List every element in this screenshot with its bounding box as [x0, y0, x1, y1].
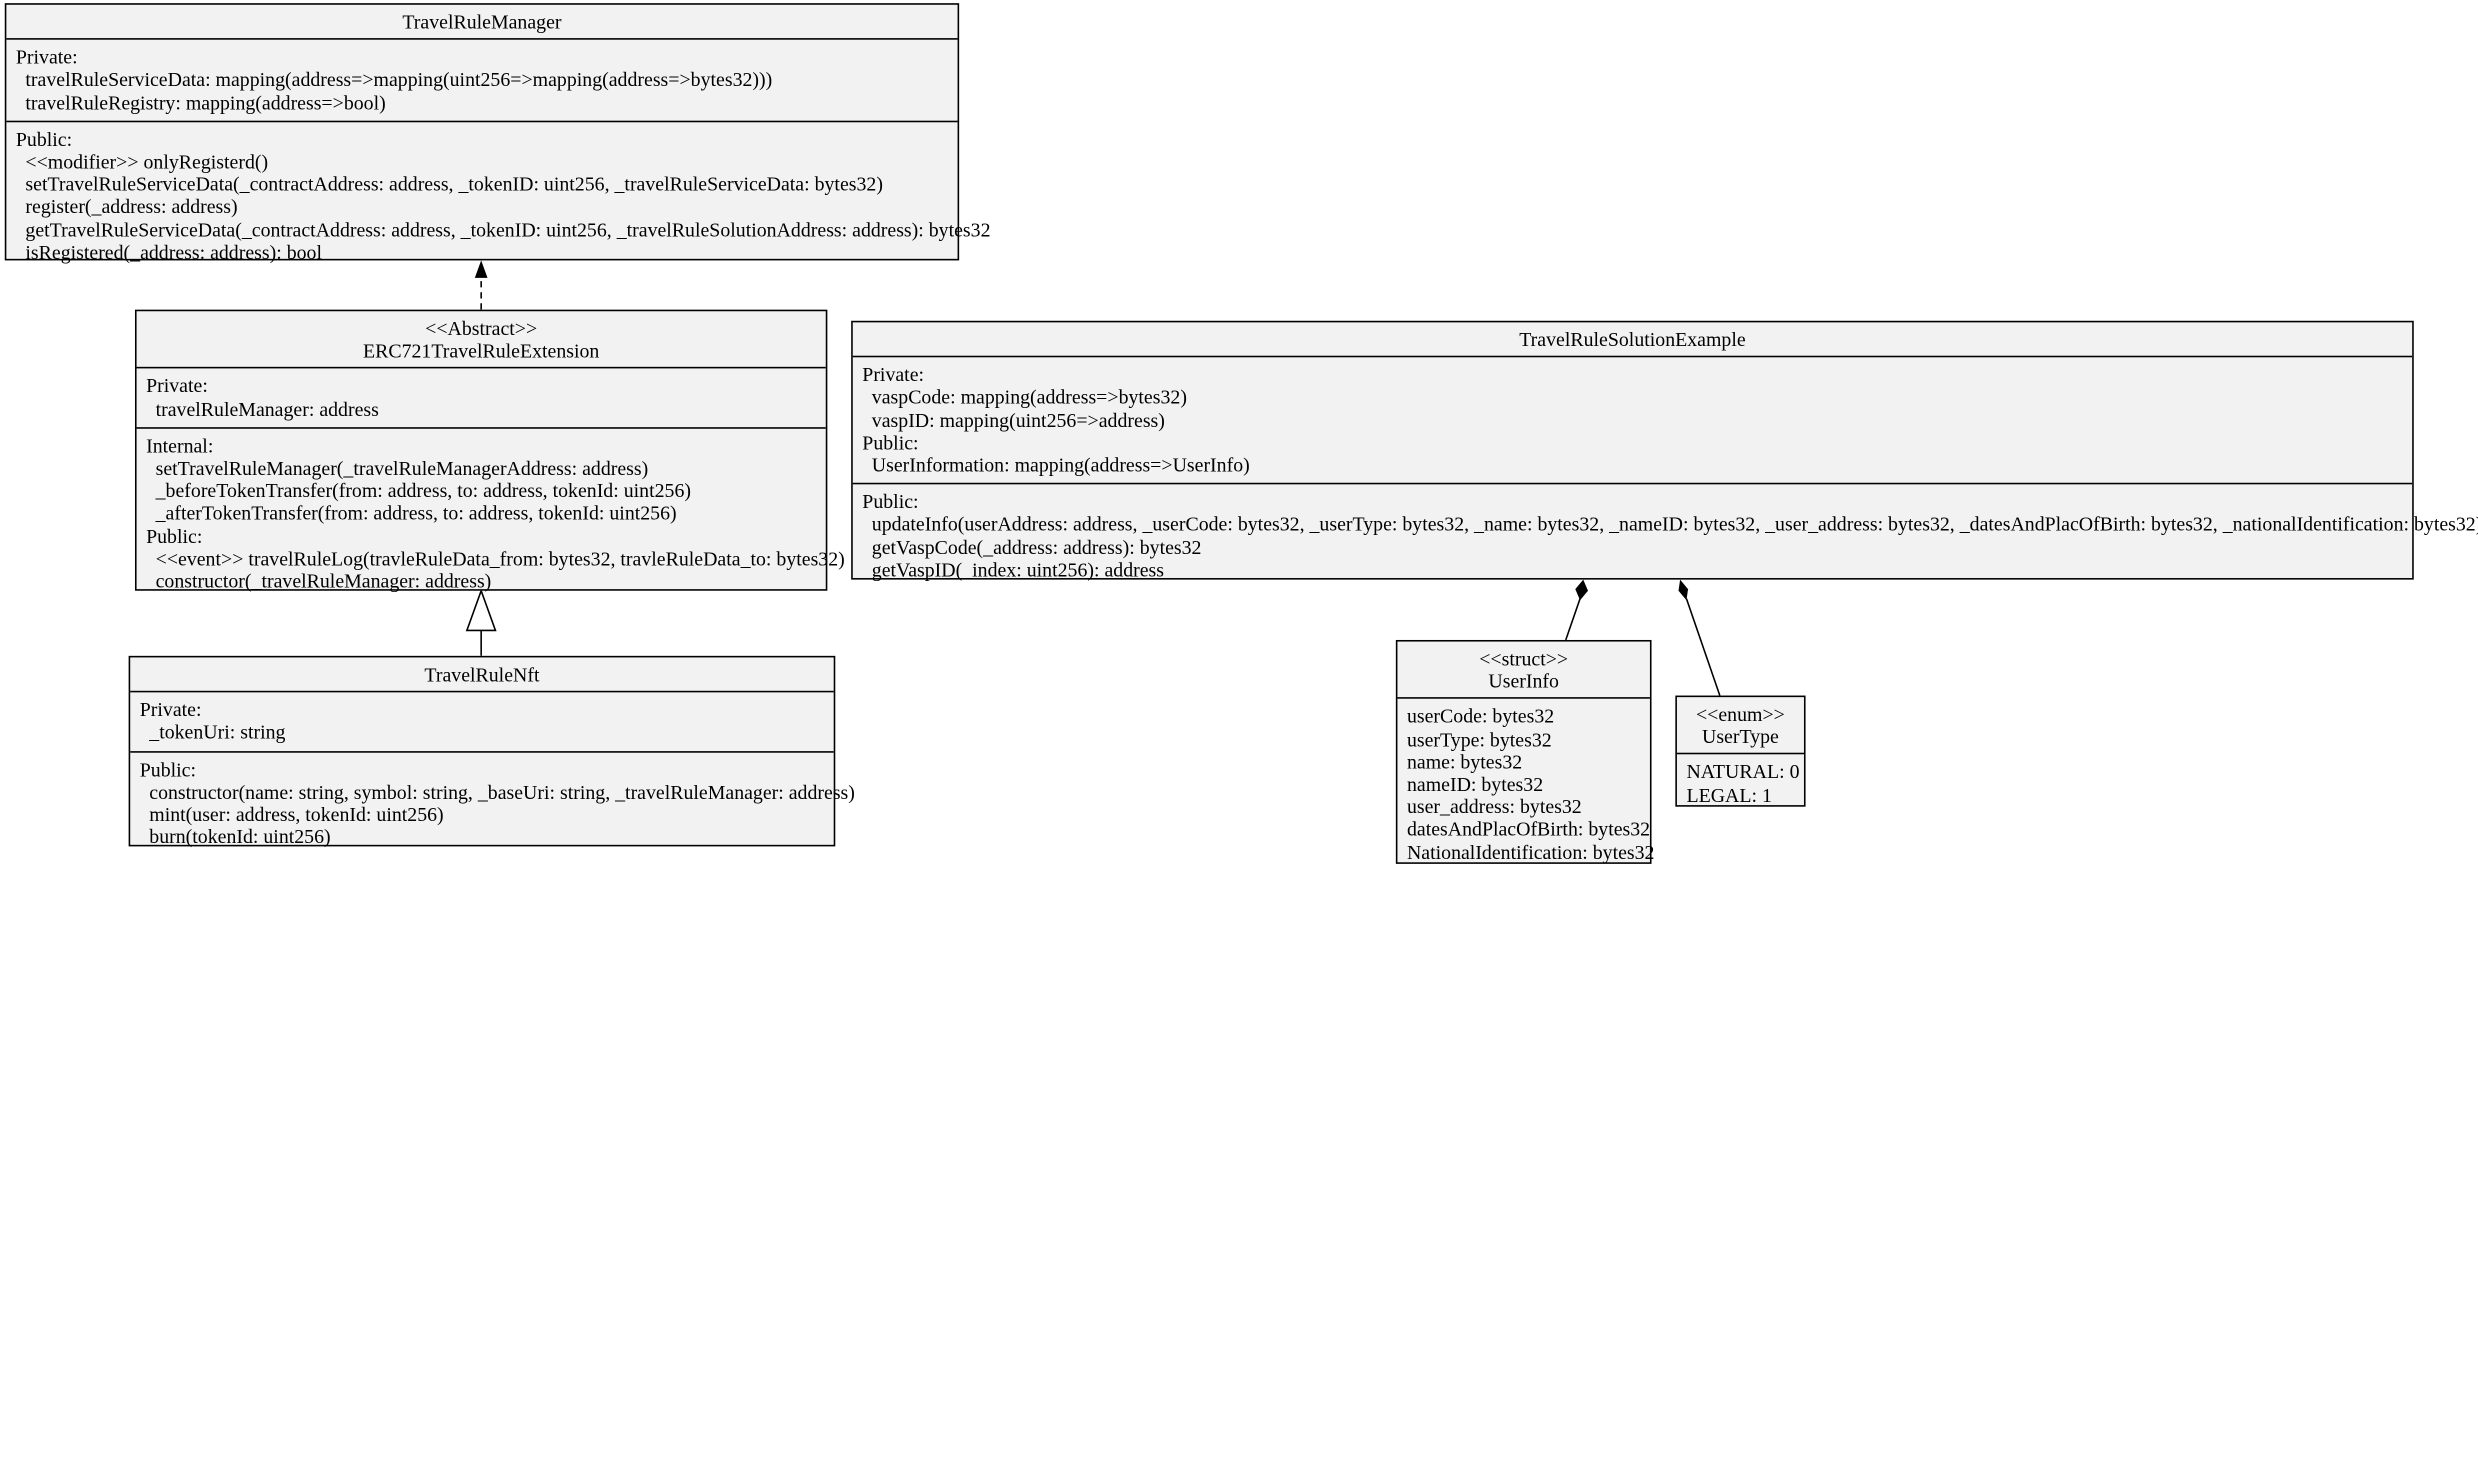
inheritance-triangle — [465, 588, 497, 632]
class-member: <<modifier>> onlyRegisterd() — [25, 150, 269, 174]
class-member: setTravelRuleManager(_travelRuleManagerA… — [155, 457, 649, 480]
class-header: TravelRuleNft — [130, 657, 834, 693]
section-label: user_address: bytes32 — [1406, 795, 1582, 819]
section-label: userType: bytes32 — [1406, 728, 1552, 751]
inheritance-connector — [465, 588, 497, 656]
class-member: mint(user: address, tokenId: uint256) — [149, 803, 444, 826]
section-label: Public: — [15, 128, 73, 151]
section-label: name: bytes32 — [1406, 750, 1523, 774]
section-label: Public: — [146, 525, 203, 548]
class-member: travelRuleManager: address — [155, 397, 379, 421]
composition-connector-usertype — [1678, 579, 1721, 696]
section-label: Public: — [862, 491, 919, 514]
class-member: isRegistered(_address: address): bool — [25, 241, 322, 264]
class-member: constructor(name: string, symbol: string… — [149, 780, 855, 804]
class-member: <<event>> travelRuleLog(travleRuleData_f… — [155, 547, 845, 570]
section-label: Private: — [146, 375, 208, 398]
class-travel-rule-solution-example[interactable]: TravelRuleSolutionExample Private:vaspCo… — [851, 320, 2478, 581]
class-member: vaspCode: mapping(address=>bytes32) — [871, 386, 1187, 409]
section-label: NATURAL: 0 — [1686, 761, 1800, 784]
class-section: Public:constructor(name: string, symbol:… — [130, 752, 855, 855]
class-header: <<struct>> UserInfo — [1397, 642, 1650, 700]
class-header: <<Abstract>> ERC721TravelRuleExtension — [136, 311, 826, 370]
class-member: constructor(_travelRuleManager: address) — [155, 570, 492, 593]
class-erc721-travel-rule-extension[interactable]: <<Abstract>> ERC721TravelRuleExtension P… — [134, 309, 845, 592]
section-label: NationalIdentification: bytes32 — [1406, 841, 1655, 864]
class-name: UserInfo — [1488, 670, 1559, 693]
section-label: Private: — [139, 699, 202, 722]
composition-connector-userinfo — [1565, 579, 1588, 641]
class-member: _afterTokenTransfer(from: address, to: a… — [155, 502, 677, 525]
class-member: getTravelRuleServiceData(_contractAddres… — [25, 218, 991, 241]
class-section: Public:<<modifier>> onlyRegisterd()setTr… — [6, 122, 991, 270]
class-header: <<enum>> UserType — [1676, 697, 1804, 755]
class-section: Public:updateInfo(userAddress: address, … — [853, 485, 2478, 588]
section-label: Private: — [862, 363, 925, 387]
section-label: Public: — [139, 758, 196, 781]
section-label: datesAndPlacOfBirth: bytes32 — [1406, 818, 1651, 841]
class-member: register(_address: address) — [25, 195, 238, 219]
class-stereotype: <<struct>> — [1479, 647, 1569, 671]
section-label: userCode: bytes32 — [1406, 705, 1555, 728]
class-name: TravelRuleSolutionExample — [1519, 328, 1746, 351]
section-label: nameID: bytes32 — [1406, 773, 1544, 796]
class-member: updateInfo(userAddress: address, _userCo… — [871, 513, 2478, 536]
section-label: Internal: — [146, 434, 214, 458]
class-stereotype: <<Abstract>> — [425, 317, 538, 340]
class-section: Private:travelRuleManager: address — [136, 369, 826, 429]
dependency-connector — [474, 260, 488, 310]
section-label: Private: — [15, 46, 78, 69]
class-header: TravelRuleSolutionExample — [852, 322, 2413, 358]
class-member: travelRuleServiceData: mapping(address=>… — [25, 68, 773, 92]
class-member: _beforeTokenTransfer(from: address, to: … — [155, 479, 691, 503]
class-member: travelRuleRegistry: mapping(address=>boo… — [25, 91, 386, 114]
dependency-arrowhead — [474, 260, 488, 278]
composition-diamond — [1575, 579, 1588, 601]
class-header: TravelRuleManager — [6, 5, 958, 41]
class-member: getVaspCode(_address: address): bytes32 — [871, 536, 1202, 559]
class-member: UserInformation: mapping(address=>UserIn… — [871, 454, 1250, 477]
section-label: Public: — [862, 431, 919, 454]
class-section: Private:travelRuleServiceData: mapping(a… — [6, 40, 958, 122]
class-travel-rule-manager[interactable]: TravelRuleManager Private:travelRuleServ… — [4, 3, 991, 263]
class-member: burn(tokenId: uint256) — [149, 826, 331, 849]
class-name: ERC721TravelRuleExtension — [362, 340, 600, 363]
composition-diamond — [1678, 579, 1689, 601]
class-member: getVaspID(_index: uint256): address — [871, 558, 1165, 581]
class-member: setTravelRuleServiceData(_contractAddres… — [25, 173, 883, 196]
class-name: TravelRuleManager — [402, 11, 562, 34]
class-section: Private:vaspCode: mapping(address=>bytes… — [852, 358, 2413, 485]
class-name: TravelRuleNft — [424, 663, 540, 687]
class-member: vaspID: mapping(uint256=>address) — [871, 409, 1165, 432]
class-section: Private:_tokenUri: string — [130, 693, 834, 753]
section-label: LEGAL: 1 — [1686, 783, 1772, 807]
relationship-connectors — [465, 260, 1721, 696]
class-name: UserType — [1701, 726, 1779, 749]
class-section: Internal:setTravelRuleManager(_travelRul… — [137, 428, 845, 599]
class-stereotype: <<enum>> — [1695, 703, 1785, 726]
class-member: _tokenUri: string — [149, 721, 286, 744]
